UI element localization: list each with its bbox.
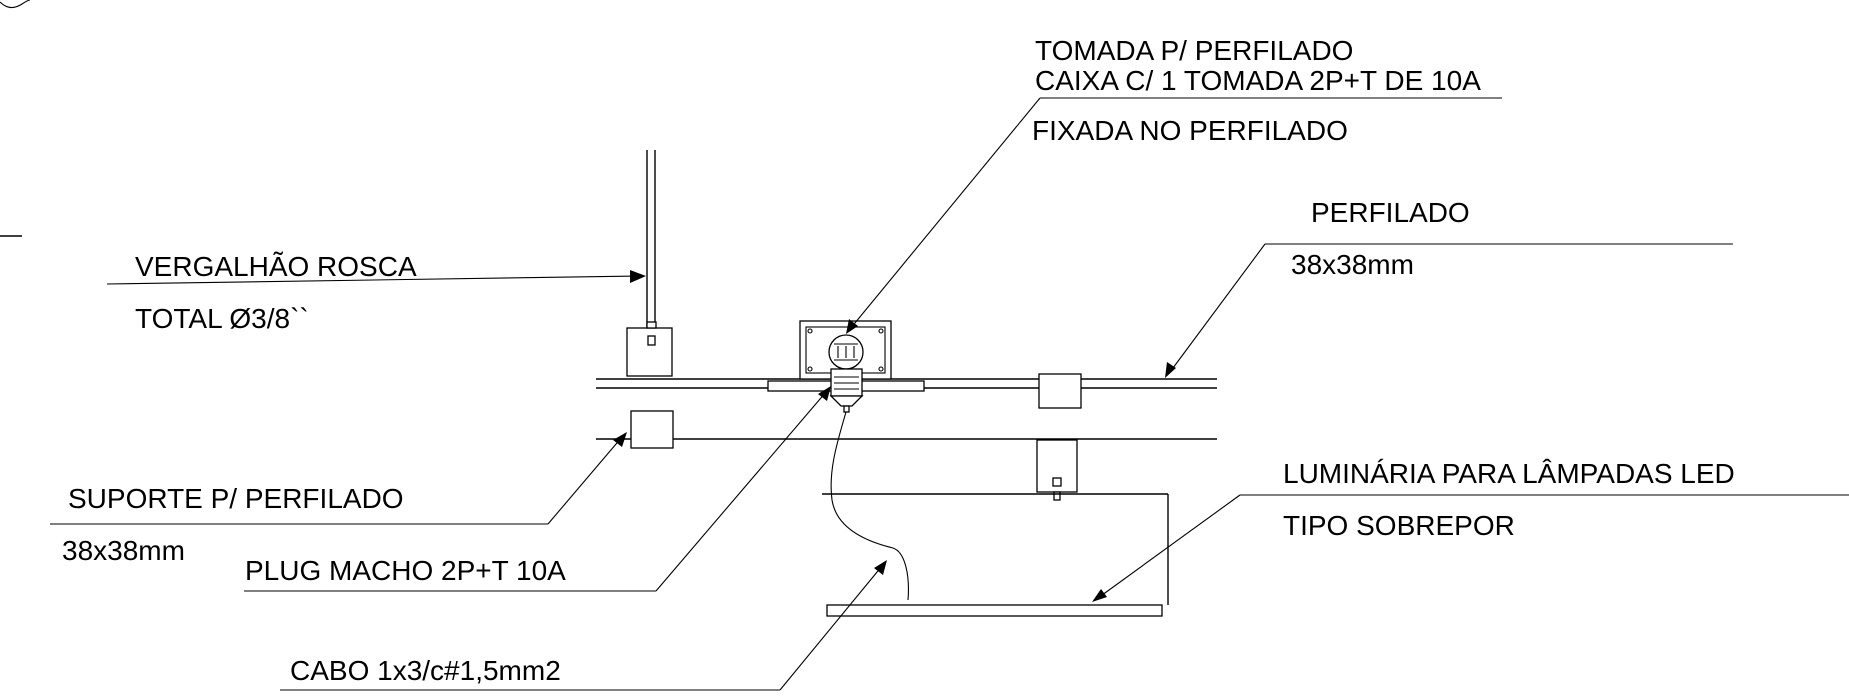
label-luminaria-line2: TIPO SOBREPOR — [1283, 510, 1515, 541]
corner-arc-fragment — [0, 0, 31, 9]
leader-luminaria — [1092, 494, 1849, 602]
leader-tomada — [846, 97, 1502, 334]
leader-plug — [244, 386, 831, 592]
led-luminaire — [822, 493, 1169, 617]
leader-suporte — [50, 432, 627, 525]
luminaire-hanger-bracket — [1036, 439, 1078, 501]
label-vergalhao-line1: VERGALHÃO ROSCA — [135, 251, 417, 282]
label-perfilado-line2: 38x38mm — [1291, 249, 1414, 280]
label-plug: PLUG MACHO 2P+T 10A — [245, 555, 566, 586]
rod-hanger-bracket — [626, 321, 673, 377]
label-tomada-line2-visible: CAIXA C/ 1 TOMADA 2P+T DE 10A — [1035, 65, 1481, 96]
socket-outlet — [828, 334, 864, 370]
male-plug — [829, 368, 864, 413]
label-tomada-line3: FIXADA NO PERFILADO — [1032, 115, 1348, 146]
leader-perfilado — [1165, 243, 1733, 378]
label-tomada-line1: TOMADA P/ PERFILADO — [1035, 35, 1353, 66]
label-luminaria-line1: LUMINÁRIA PARA LÂMPADAS LED — [1283, 458, 1735, 489]
label-perfilado-line1: PERFILADO — [1311, 197, 1470, 228]
leader-cabo — [280, 560, 887, 691]
label-cabo: CABO 1x3/c#1,5mm2 — [290, 655, 561, 686]
perfilado-support-clip-left — [630, 410, 674, 449]
label-suporte-line2: 38x38mm — [62, 535, 185, 566]
power-cable — [830, 411, 909, 601]
perfilado-support-clip-right — [1038, 373, 1082, 409]
label-vergalhao-line2: TOTAL Ø3/8`` — [135, 303, 309, 334]
label-suporte-line1: SUPORTE P/ PERFILADO — [68, 483, 404, 514]
leader-vergalhao — [106, 270, 646, 285]
threaded-rod — [646, 150, 656, 328]
